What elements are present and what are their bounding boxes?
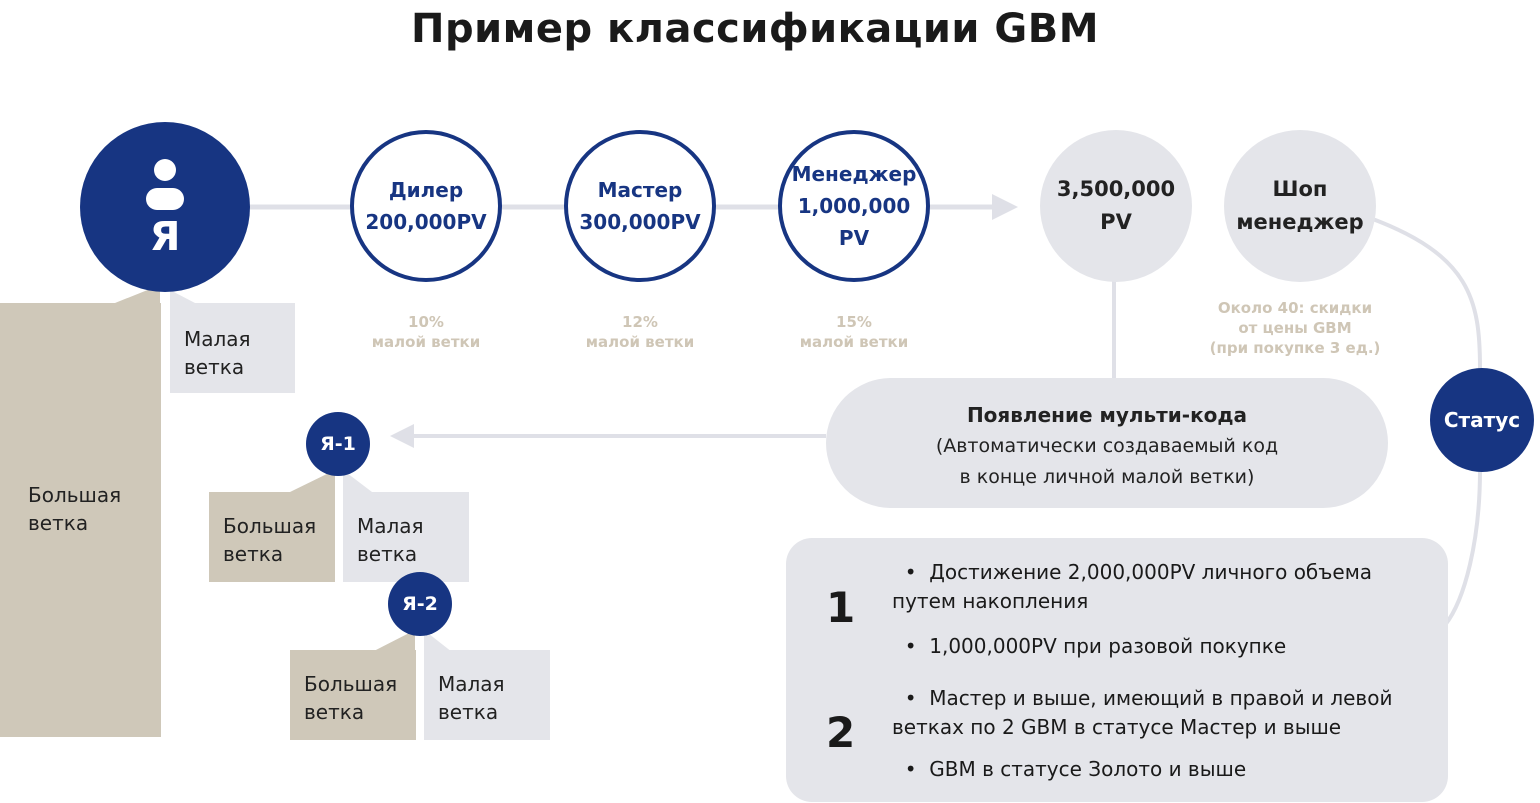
shop-line2: менеджер — [1236, 210, 1364, 234]
node-ya1: Я-1 — [306, 412, 370, 476]
small-branch-main-l1: Малая — [184, 327, 251, 351]
condition-2-item-2: • GBM в статусе Золото и выше — [892, 757, 1247, 781]
page-title: Пример классификации GBM — [410, 6, 1099, 52]
small-branch-ya2: Малая ветка — [424, 650, 550, 740]
rank-manager-pv: 1,000,000 — [797, 194, 911, 218]
big-branch-main-l2: ветка — [28, 511, 89, 535]
rank-dealer-pv: 200,000PV — [365, 210, 487, 234]
conditions-box — [786, 538, 1448, 802]
pv-goal-line1: 3,500,000 — [1056, 177, 1176, 201]
shop-line1: Шоп — [1272, 177, 1328, 201]
rank-manager-pv-unit: PV — [838, 226, 870, 250]
multi-code-box: Появление мульти-кода (Автоматически соз… — [826, 378, 1388, 508]
pct-dealer: 10% малой ветки — [346, 312, 506, 352]
pct-master-value: 12% — [622, 313, 658, 331]
big-branch-ya2-l2: ветка — [304, 700, 365, 724]
shop-note-line2: от цены GBM — [1238, 319, 1352, 337]
condition-1-item-1-b: путем накопления — [892, 589, 1089, 613]
node-ya1-label: Я-1 — [320, 433, 356, 455]
ya1-pointers — [290, 470, 452, 652]
shop-manager-node: Шоп менеджер — [1224, 130, 1376, 282]
small-branch-ya1: Малая ветка — [343, 492, 469, 582]
small-branch-main: Малая ветка — [170, 303, 295, 393]
condition-2-item-1: • Мастер и выше, имеющий в правой и лево… — [892, 684, 1442, 742]
status-label: Статус — [1443, 408, 1521, 432]
me-pointer-right — [170, 290, 195, 303]
status-node: Статус — [1430, 368, 1534, 472]
small-branch-ya1-l2: ветка — [357, 542, 418, 566]
big-branch-ya2: Большая ветка — [290, 650, 416, 740]
condition-1-item-2: • 1,000,000PV при разовой покупке — [892, 634, 1287, 658]
big-branch-ya2-l1: Большая — [304, 672, 398, 696]
rank-dealer-name: Дилер — [388, 178, 464, 202]
big-branch-ya1-l2: ветка — [223, 542, 284, 566]
shop-note-line3: (при покупке 3 ед.) — [1209, 339, 1381, 357]
multi-code-line2: в конце личной малой ветки) — [959, 466, 1255, 488]
node-ya2-label: Я-2 — [402, 593, 438, 615]
small-branch-ya2-l1: Малая — [438, 672, 505, 696]
rank-master-name: Мастер — [597, 178, 683, 202]
condition-2-item-1-b: ветках по 2 GBM в статусе Мастер и выше — [892, 715, 1342, 739]
multi-code-heading: Появление мульти-кода — [966, 403, 1248, 427]
small-branch-ya2-l2: ветка — [438, 700, 499, 724]
small-branch-main-l2: ветка — [184, 355, 245, 379]
top-flow-arrowhead — [992, 194, 1018, 220]
condition-1-item-1: • Достижение 2,000,000PV личного объема … — [892, 558, 1437, 616]
big-branch-main-l1: Большая — [28, 483, 122, 507]
pct-master: 12% малой ветки — [560, 312, 720, 352]
me-label: Я — [149, 214, 181, 260]
rank-manager-name: Менеджер — [791, 162, 917, 186]
pv-goal-line2: PV — [1100, 210, 1132, 234]
multi-to-ya1-arrowhead — [390, 424, 414, 448]
condition-2-item-2-a: GBM в статусе Золото и выше — [929, 757, 1247, 781]
person-icon — [146, 159, 184, 210]
big-branch-ya1: Большая ветка — [209, 492, 335, 582]
pct-manager-value: 15% — [836, 313, 872, 331]
rank-dealer: Дилер 200,000PV — [350, 130, 502, 282]
rank-master: Мастер 300,000PV — [564, 130, 716, 282]
condition-2-number: 2 — [826, 708, 856, 757]
small-branch-ya1-l1: Малая — [357, 514, 424, 538]
shop-status-curve — [1369, 216, 1482, 627]
shop-note-line1: Около 40: скидки — [1217, 299, 1373, 317]
shop-note: Около 40: скидки от цены GBM (при покупк… — [1195, 298, 1395, 358]
condition-1-item-1-a: Достижение 2,000,000PV личного объема — [929, 560, 1373, 584]
big-branch-ya1-l1: Большая — [223, 514, 317, 538]
pct-dealer-note: малой ветки — [371, 333, 481, 351]
condition-2-item-1-a: Мастер и выше, имеющий в правой и левой — [929, 686, 1393, 710]
big-branch-main: Большая ветка — [0, 303, 161, 737]
condition-1-item-2-a: 1,000,000PV при разовой покупке — [929, 634, 1287, 658]
condition-1-number: 1 — [826, 583, 856, 632]
node-ya2: Я-2 — [388, 572, 452, 636]
rank-master-pv: 300,000PV — [579, 210, 701, 234]
pct-master-note: малой ветки — [585, 333, 695, 351]
pct-manager-note: малой ветки — [799, 333, 909, 351]
pct-dealer-value: 10% — [408, 313, 444, 331]
me-node: Я — [80, 122, 250, 292]
multi-code-line1: (Автоматически создаваемый код — [935, 435, 1279, 457]
pct-manager: 15% малой ветки — [774, 312, 934, 352]
